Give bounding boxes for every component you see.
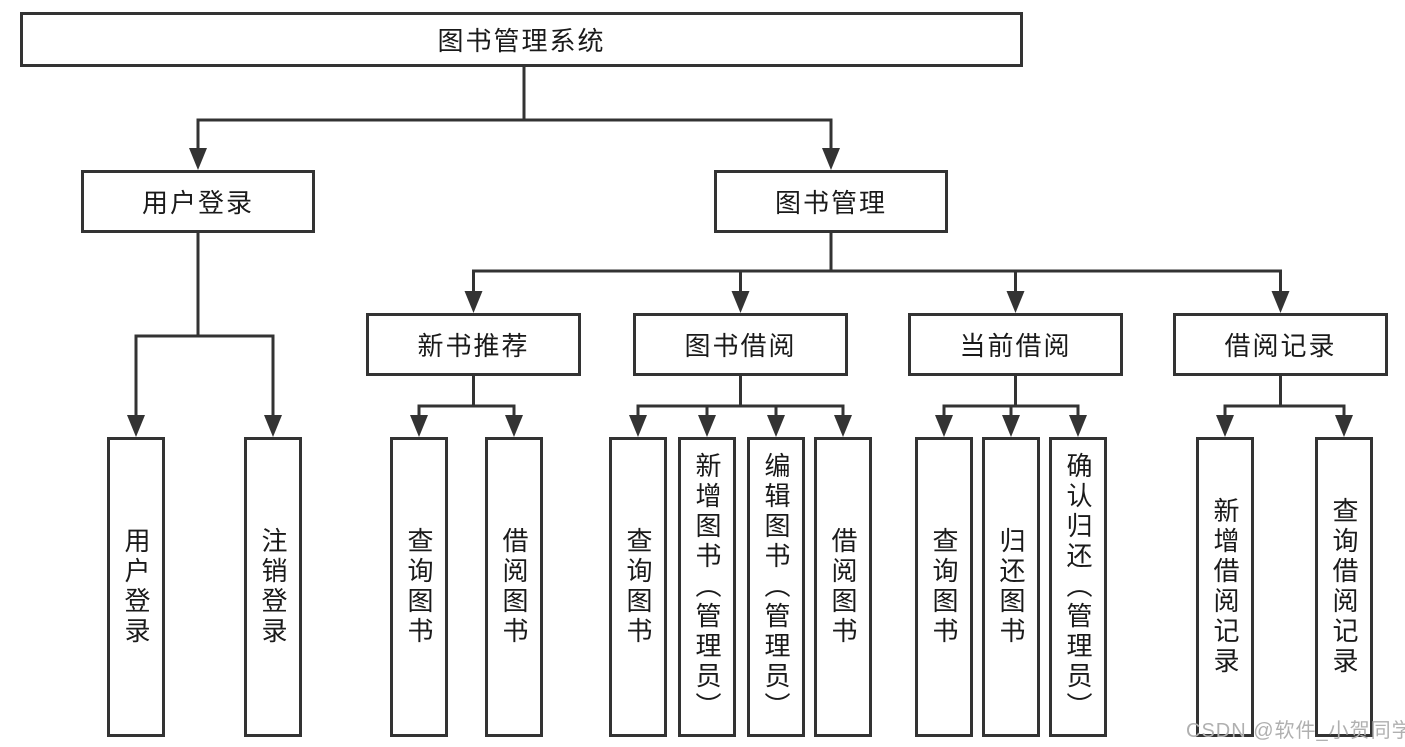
- node-leaf-borrow-books-borrowing: 借阅图书: [814, 437, 872, 737]
- node-new-book-recommendation: 新书推荐: [366, 313, 581, 376]
- node-label: 查询图书: [623, 527, 653, 647]
- node-label: 查询图书: [929, 527, 959, 647]
- node-leaf-query-borrow-record: 查询借阅记录: [1315, 437, 1373, 737]
- node-label: 注销登录: [258, 527, 288, 647]
- node-leaf-query-books-current: 查询图书: [915, 437, 973, 737]
- node-label: 借阅图书: [828, 527, 858, 647]
- node-leaf-logout: 注销登录: [244, 437, 302, 737]
- node-label: 新增借阅记录: [1210, 497, 1240, 677]
- node-label: 确认归还（管理员）: [1063, 452, 1093, 722]
- node-current-borrowing: 当前借阅: [908, 313, 1123, 376]
- node-label: 归还图书: [996, 527, 1026, 647]
- node-leaf-add-borrow-record: 新增借阅记录: [1196, 437, 1254, 737]
- node-leaf-confirm-return-admin: 确认归还（管理员）: [1049, 437, 1107, 737]
- node-label: 用户登录: [121, 527, 151, 647]
- node-leaf-return-books: 归还图书: [982, 437, 1040, 737]
- node-root: 图书管理系统: [20, 12, 1023, 67]
- node-leaf-borrow-books-recommend: 借阅图书: [485, 437, 543, 737]
- node-book-management: 图书管理: [714, 170, 948, 233]
- node-book-borrowing: 图书借阅: [633, 313, 848, 376]
- node-leaf-user-login: 用户登录: [107, 437, 165, 737]
- node-leaf-query-books-borrowing: 查询图书: [609, 437, 667, 737]
- node-leaf-query-books-recommend: 查询图书: [390, 437, 448, 737]
- node-leaf-edit-books-admin: 编辑图书（管理员）: [747, 437, 805, 737]
- node-label: 查询借阅记录: [1329, 497, 1359, 677]
- node-borrowing-records: 借阅记录: [1173, 313, 1388, 376]
- watermark: CSDN @软件_小贺同学: [1186, 720, 1405, 742]
- node-label: 编辑图书（管理员）: [761, 452, 791, 722]
- node-leaf-add-books-admin: 新增图书（管理员）: [678, 437, 736, 737]
- node-label: 借阅图书: [499, 527, 529, 647]
- node-user-login: 用户登录: [81, 170, 315, 233]
- node-label: 新增图书（管理员）: [692, 452, 722, 722]
- node-label: 查询图书: [404, 527, 434, 647]
